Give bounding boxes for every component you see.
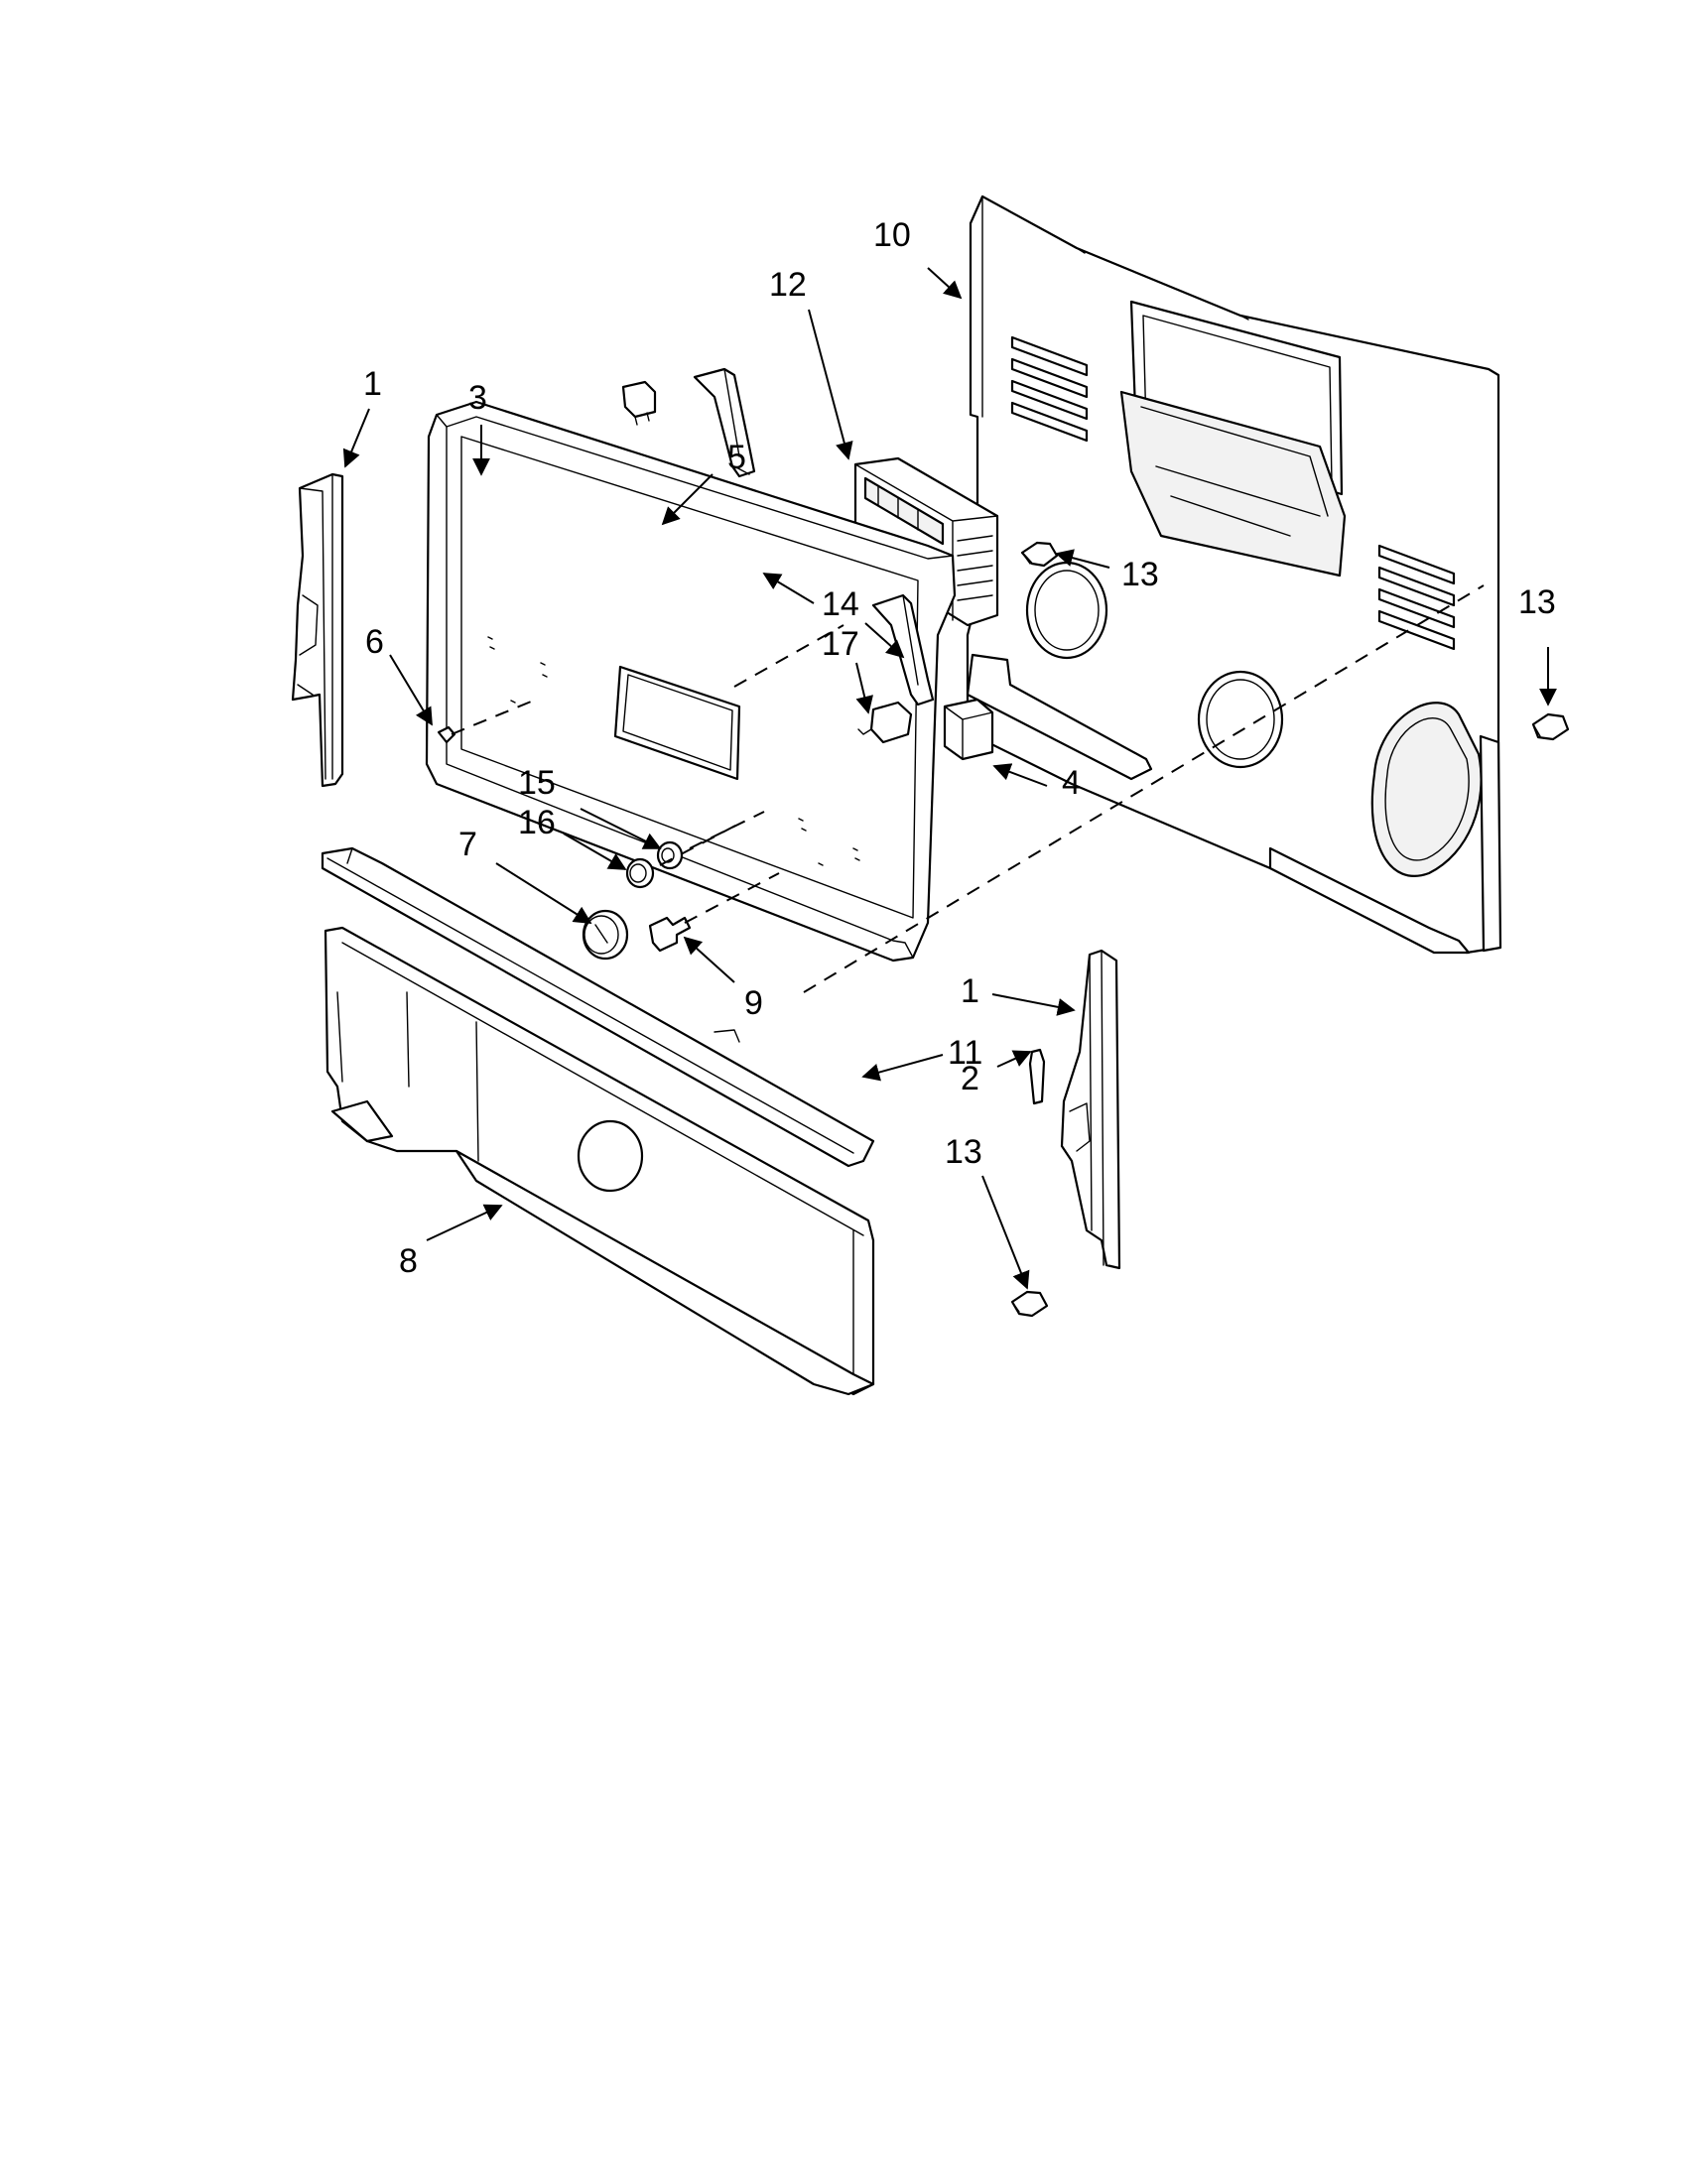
callout-8: 8: [399, 1242, 418, 1280]
callout-10: 10: [873, 216, 911, 254]
knob-part: [582, 909, 629, 961]
alignment-lines: [451, 584, 1485, 993]
callout-17: 17: [822, 625, 859, 663]
screw-6-part: [437, 725, 456, 744]
sensor-part: [857, 701, 913, 744]
callout-9: 9: [744, 984, 763, 1022]
callout-12: 12: [769, 266, 807, 304]
callout-labels: 1 3 5 12 10 13 13 6 14 17 4 15 16 7 9 1 …: [363, 216, 1556, 1280]
screw-9-part: [648, 916, 692, 953]
left-end-cap-part: [291, 472, 344, 788]
callout-6: 6: [365, 623, 384, 661]
rear-panel-part: [966, 194, 1502, 955]
callout-5: 5: [727, 439, 746, 476]
screw-13c-part: [1010, 1290, 1049, 1318]
control-panel-part: [425, 400, 957, 963]
lower-trim-part: [321, 846, 875, 1168]
screw-13b-part: [1531, 712, 1570, 741]
callout-1-left: 1: [363, 365, 382, 403]
leader-arrows: [342, 267, 1557, 1290]
callout-13-bottom: 13: [945, 1133, 982, 1171]
knob-insert-part: [625, 857, 655, 889]
callout-13-right: 13: [1518, 583, 1556, 621]
callout-1-right: 1: [961, 972, 979, 1010]
relay-part: [943, 698, 994, 761]
callout-14: 14: [822, 585, 859, 623]
callout-11: 11: [948, 1034, 982, 1072]
callout-2: 2: [961, 1060, 979, 1097]
bracket-part-left: [693, 367, 756, 478]
lower-panel-part: [324, 926, 875, 1396]
callout-7: 7: [458, 826, 477, 863]
switch-part: [621, 380, 657, 426]
callout-3: 3: [468, 379, 487, 417]
callout-13-center: 13: [1121, 556, 1159, 593]
callout-4: 4: [1062, 764, 1081, 802]
right-end-cap-part: [1060, 949, 1121, 1270]
knob-collar-part: [656, 840, 684, 870]
callout-15: 15: [518, 764, 556, 802]
clip-part: [1028, 1048, 1046, 1105]
callout-16: 16: [518, 804, 556, 841]
